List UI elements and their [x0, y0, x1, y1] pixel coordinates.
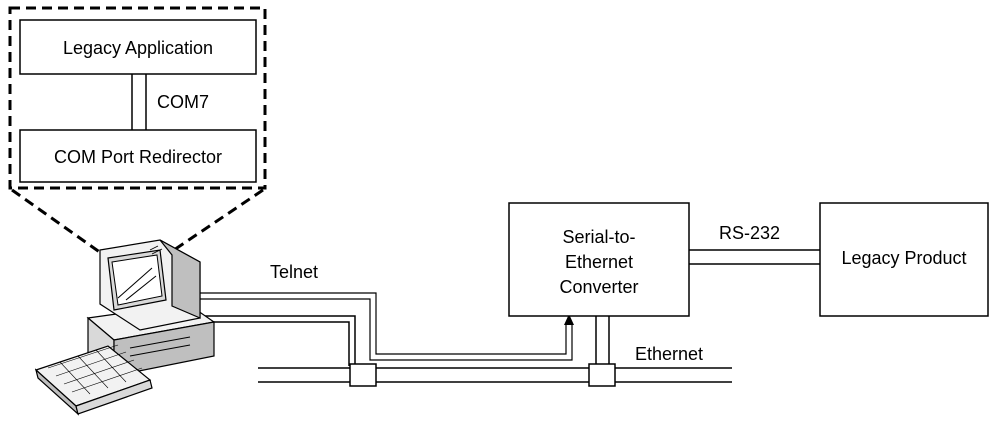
com-port-redirector-box	[19, 129, 257, 183]
legacy-application-label: Legacy Application	[63, 38, 213, 58]
converter-label-line2: Ethernet	[565, 252, 633, 272]
telnet-path-inner	[200, 298, 573, 361]
converter-label-line3: Converter	[559, 277, 638, 297]
telnet-label: Telnet	[270, 262, 318, 282]
converter-label-line1: Serial-to-	[562, 227, 635, 247]
ethernet-tap-converter	[588, 363, 616, 387]
serial-to-ethernet-converter-box	[508, 202, 690, 317]
telnet-path-outer	[200, 292, 567, 355]
zoom-line-right	[161, 188, 264, 260]
rs232-label: RS-232	[719, 223, 780, 243]
pc-link-outer	[205, 315, 356, 366]
ethernet-label: Ethernet	[635, 344, 703, 364]
pc-link-inner	[205, 321, 350, 366]
legacy-application-box	[19, 19, 257, 75]
com7-label: COM7	[157, 92, 209, 112]
ethernet-tap-pc	[349, 363, 377, 387]
desktop-computer-icon	[86, 239, 216, 378]
software-stack-enclosure	[8, 6, 267, 190]
legacy-product-box	[819, 202, 989, 317]
com-port-redirector-label: COM Port Redirector	[54, 147, 222, 167]
keyboard-icon	[34, 344, 153, 416]
legacy-product-label: Legacy Product	[841, 248, 966, 268]
zoom-line-left	[11, 188, 109, 260]
telnet-arrowhead	[564, 314, 574, 325]
